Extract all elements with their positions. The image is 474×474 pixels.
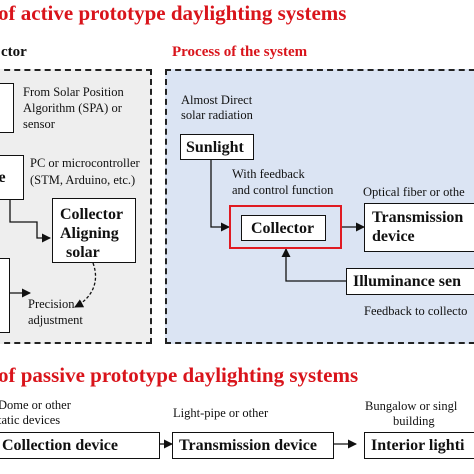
collector-aligning-line2: Aligning (60, 225, 119, 242)
passive-transmission-device-box: Transmission device (172, 432, 334, 459)
pc-note-line2: (STM, Arduino, etc.) (30, 173, 136, 187)
bungalow-note-line2: building (393, 414, 435, 428)
spa-note-line3: sensor (23, 117, 55, 131)
lightpipe-note: Light-pipe or other (173, 406, 269, 420)
process-panel-heading: Process of the system (172, 44, 308, 60)
collection-device-box: Collection device (0, 432, 160, 459)
actuator-box (0, 258, 10, 333)
direct-radiation-line2: solar radiation (181, 108, 253, 122)
active-systems-title: of active prototype daylighting systems (0, 1, 347, 25)
feedback-note-line2: and control function (232, 183, 334, 197)
collector-aligning-line1: Collector (60, 206, 124, 223)
direct-radiation-line1: Almost Direct (181, 93, 253, 107)
interior-lighting-box: Interior lighti (364, 432, 474, 459)
illuminance-sensor-label: Illuminance sen (353, 273, 462, 290)
dome-note-line2: tatic devices (0, 413, 61, 427)
transmission-device-box: Transmission device (364, 203, 474, 252)
precision-note-line1: Precision (28, 297, 75, 311)
precision-note-line2: adjustment (28, 313, 83, 327)
feedback-to-collector-note: Feedback to collecto (364, 304, 468, 318)
control-module-box: le (0, 155, 24, 200)
collector-aligning-line3: solar (66, 244, 100, 261)
spa-note-line1: From Solar Position (23, 85, 124, 99)
dome-note-line1: Dome or other (0, 398, 71, 412)
optical-fiber-note: Optical fiber or othe (363, 185, 465, 199)
collector-highlight-frame (229, 205, 342, 249)
collector-box: Collector (241, 215, 326, 241)
collector-panel-heading: ctor (1, 44, 27, 60)
sunlight-box: Sunlight (180, 134, 254, 160)
spa-input-box (0, 83, 14, 133)
sunlight-label: Sunlight (186, 139, 244, 156)
interior-lighting-label: Interior lighti (371, 437, 465, 454)
passive-transmission-device-label: Transmission device (179, 437, 317, 454)
illuminance-sensor-box: Illuminance sen (346, 268, 474, 295)
pc-note-line1: PC or microcontroller (30, 156, 140, 170)
bungalow-note-line1: Bungalow or singl (365, 399, 458, 413)
transmission-line2: device (372, 228, 415, 245)
transmission-line1: Transmission (372, 209, 464, 226)
passive-systems-title: of passive prototype daylighting systems (0, 363, 359, 387)
collection-device-label: Collection device (2, 437, 118, 454)
collector-label: Collector (251, 220, 315, 237)
collector-aligning-box: Collector Aligning solar (52, 198, 136, 263)
feedback-note-line1: With feedback (232, 167, 305, 181)
spa-note-line2: Algorithm (SPA) or (23, 101, 122, 115)
control-module-label: le (0, 169, 6, 186)
